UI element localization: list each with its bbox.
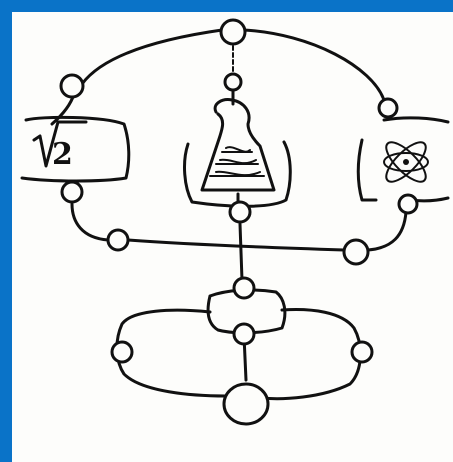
node-math <box>62 182 82 202</box>
node-right-arc <box>379 99 397 117</box>
network-diagram: 2 <box>12 12 453 462</box>
square-root-icon: 2 <box>34 122 86 172</box>
top-arc-right <box>244 30 384 100</box>
node-hub-top <box>234 278 254 298</box>
center-drop <box>240 224 242 280</box>
center-bus <box>128 240 344 250</box>
atom-icon <box>381 137 432 188</box>
node-top <box>221 20 245 44</box>
flask-icon <box>202 100 274 190</box>
node-physics <box>399 195 417 213</box>
physics-panel-frame <box>358 118 448 201</box>
lower-loop-right <box>262 310 360 399</box>
node-chemistry <box>230 202 250 222</box>
math-symbol: 2 <box>52 137 73 172</box>
node-loop-left <box>112 342 132 362</box>
node-left-arc <box>61 75 83 97</box>
node-bottom <box>224 384 268 424</box>
math-panel-frame <box>22 117 129 181</box>
right-bus <box>368 212 406 250</box>
node-hub-bottom <box>234 324 254 344</box>
left-bus <box>72 204 108 240</box>
node-bus-right <box>344 240 368 264</box>
top-arc-left-down <box>52 94 74 124</box>
sketch-canvas: 2 <box>12 12 453 462</box>
node-bus-left <box>108 230 128 250</box>
node-flask-top <box>225 74 241 90</box>
node-loop-right <box>352 342 372 362</box>
top-arc-left <box>82 30 222 84</box>
